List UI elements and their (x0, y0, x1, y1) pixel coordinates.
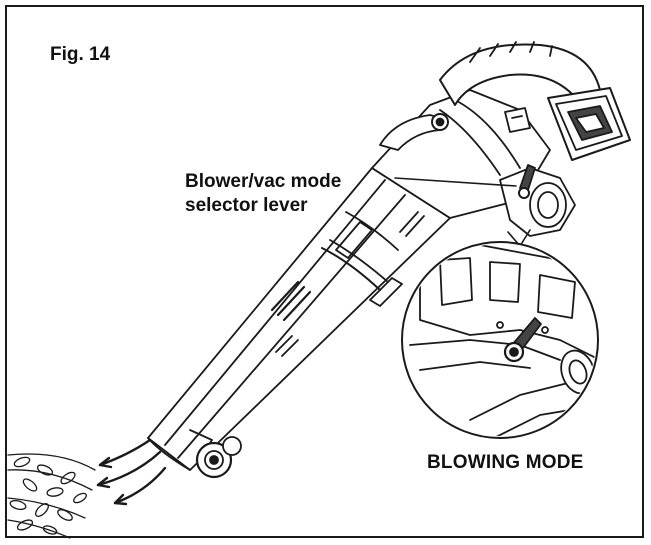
vac-inlet (499, 167, 576, 237)
blowing-mode-label: BLOWING MODE (427, 452, 584, 473)
callout-line-1: Blower/vac mode (185, 171, 342, 192)
detail-magnified-view (401, 241, 599, 439)
nozzle-wheel (195, 436, 242, 479)
callout-leader-line (394, 177, 517, 187)
blower-tube (147, 167, 451, 471)
leaves-pile (7, 453, 96, 539)
figure-label: Fig. 14 (50, 44, 111, 65)
callout-line-2: selector lever (185, 195, 308, 216)
selector-lever (518, 164, 536, 199)
selector-lever-callout: Blower/vac mode selector lever (185, 170, 341, 218)
battery-pack (547, 87, 631, 161)
airflow-arrows (96, 438, 167, 506)
